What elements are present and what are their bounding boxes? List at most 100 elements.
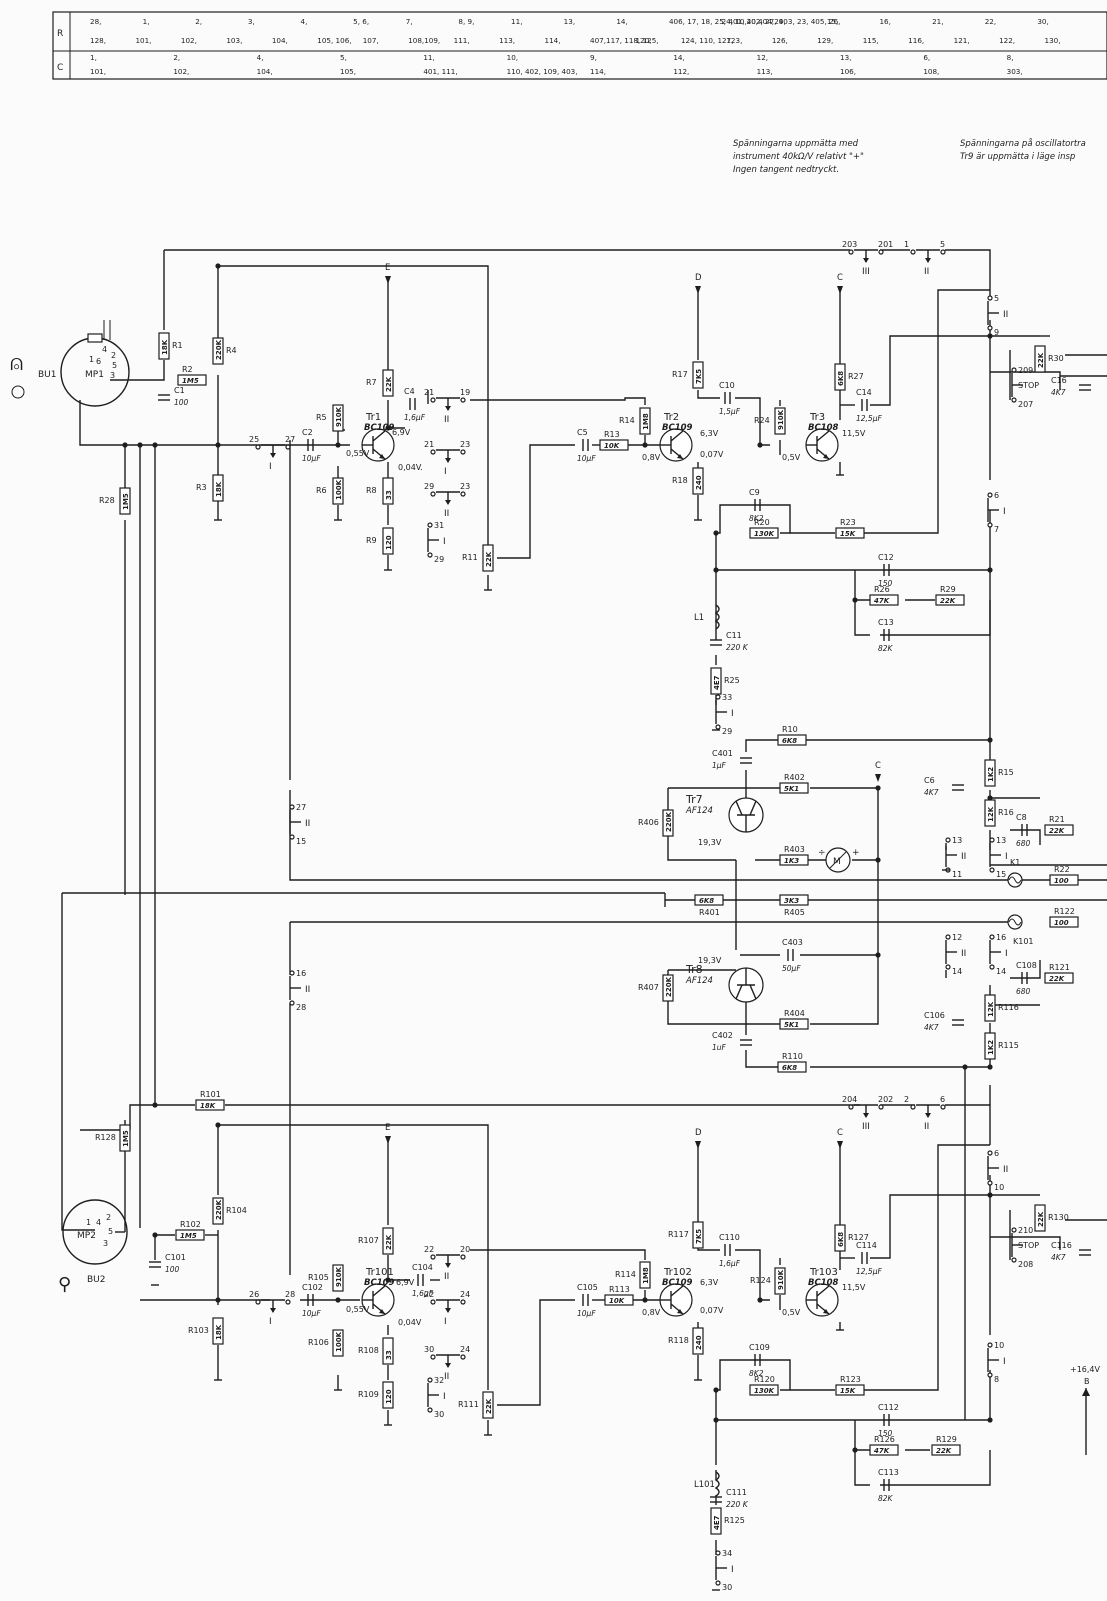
resistor-ref: R23 (840, 518, 856, 527)
voltage-reading: 0,5V (782, 1308, 801, 1317)
switch-terminal: 13 (952, 836, 962, 845)
switch-terminal: 30 (722, 1583, 732, 1592)
resistor-ref: R117 (668, 1230, 689, 1239)
switch-position: III (862, 267, 870, 277)
voltage-reading: 11,5V (842, 429, 866, 438)
transistor-type: AF124 (685, 806, 713, 816)
transistor-ref: Tr8 (685, 963, 703, 976)
rail-label: D (695, 273, 702, 283)
resistor-ref: R405 (784, 908, 805, 917)
resistor-value: 22K (485, 551, 493, 567)
table-cell: 115, (863, 36, 879, 45)
capacitor-ref: C16 (1051, 376, 1067, 385)
switch-terminal: 26 (249, 1290, 259, 1299)
capacitor-value: 100 (165, 1265, 180, 1274)
capacitor-value: 82K (878, 1494, 894, 1503)
resistor-value: 910K (777, 409, 785, 430)
resistor-ref: R109 (358, 1390, 379, 1399)
resistor-value: 100K (335, 479, 343, 500)
switch-terminal: 6 (994, 1149, 999, 1158)
switch-position: I (1005, 852, 1008, 862)
resistor-ref: R7 (366, 378, 377, 387)
resistor-value: 12K (987, 806, 995, 822)
capacitor-value: 4K7 (1051, 1253, 1066, 1262)
switch-terminal: 9 (994, 328, 999, 337)
resistor-value: 220K (665, 811, 673, 832)
table-cell: 108,109, (408, 36, 440, 45)
capacitor-ref: C8 (1016, 813, 1027, 822)
connector-bu1: MP1 1 6 4 2 5 3 BU1 ⍝ (10, 320, 130, 407)
supply-rail-c: C (837, 273, 843, 294)
wiring-channel-a (62, 249, 1107, 1228)
resistor-value: 1M5 (122, 1130, 130, 1147)
meter-m: M ÷ + (818, 847, 860, 873)
capacitor-value: 8K2 (749, 514, 764, 523)
resistor-value: 7K5 (695, 1229, 703, 1244)
capacitor-ref: C106 (924, 1011, 945, 1020)
table-cell: 12, (757, 53, 768, 62)
switch-terminal: 24 (460, 1345, 470, 1354)
capacitor-ref: C6 (924, 776, 935, 785)
inductor-ref: L1 (694, 613, 704, 623)
resistor-ref: R3 (196, 483, 207, 492)
resistor-value: 47K (874, 1447, 890, 1455)
switch-terminal: 209 (1018, 366, 1033, 375)
resistor-value: 22K (385, 1234, 393, 1250)
inductor-l101: L101 (694, 1471, 720, 1497)
supply-rail: B (1084, 1377, 1090, 1386)
switch-position: I (269, 462, 272, 472)
switch-terminal: 12 (952, 933, 962, 942)
switch-terminal: 5 (940, 240, 945, 249)
table-cell: 111, (454, 36, 470, 45)
resistor-value: 18K (161, 339, 169, 355)
pin-label: 2 (106, 1213, 111, 1222)
capacitor-value: 50µF (782, 964, 801, 973)
capacitor-ref: C109 (749, 1343, 770, 1352)
connector-mp2-label: MP2 (77, 1231, 96, 1241)
capacitor-ref: C403 (782, 938, 803, 947)
resistor-ref: R113 (609, 1285, 630, 1294)
resistor-ref: R106 (308, 1338, 329, 1347)
pin-label: 4 (102, 345, 107, 354)
resistor-ref: R27 (848, 372, 864, 381)
switch-terminal: 28 (285, 1290, 295, 1299)
resistor-ref: R2 (182, 365, 193, 374)
resistor-value: 240 (695, 1335, 703, 1350)
table-cell: 129, (817, 36, 833, 45)
capacitor-ref: C110 (719, 1233, 740, 1242)
table-cell: 21, (932, 17, 943, 26)
note-left-line-2: instrument 40kΩ/V relativt "+" (733, 152, 864, 162)
note-right-line-2: Tr9 är uppmätta i läge insp (960, 152, 1075, 162)
switch-stop-label: STOP (1018, 1241, 1039, 1250)
pin-label: 4 (96, 1218, 101, 1227)
switch-terminal: 30 (424, 1345, 434, 1354)
connector-symbol-icon: ⍝ (10, 351, 23, 376)
switch-position: II (924, 1122, 929, 1132)
resistor-value: 22K (1037, 352, 1045, 368)
